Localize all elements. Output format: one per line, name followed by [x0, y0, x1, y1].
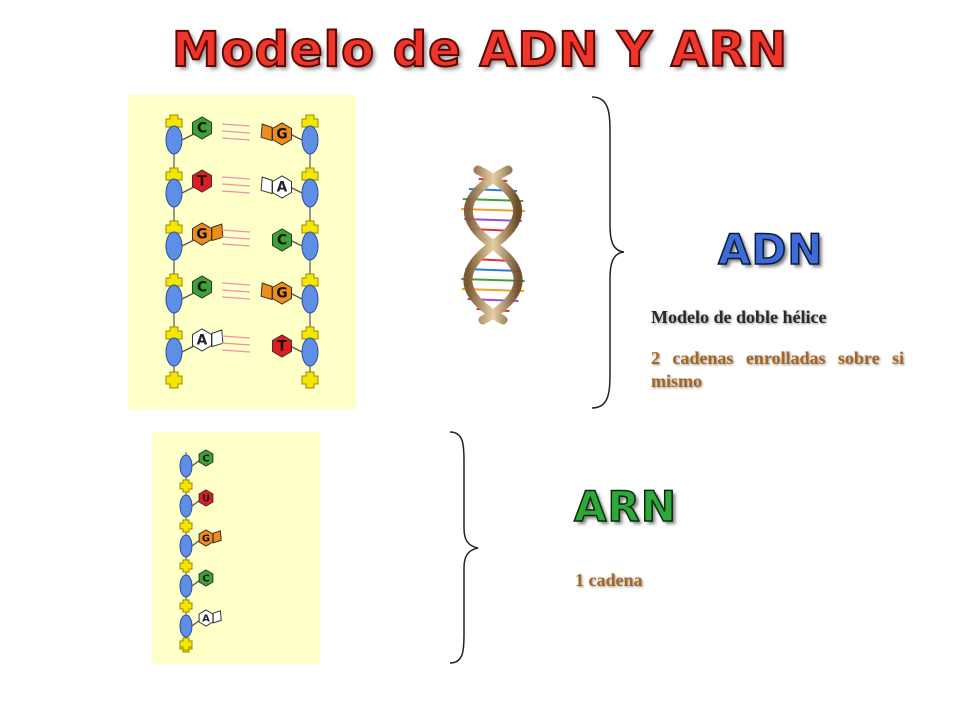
svg-text:G: G: [196, 227, 207, 243]
nucleotide-base: T: [272, 334, 292, 358]
svg-text:C: C: [202, 453, 209, 464]
svg-text:G: G: [276, 286, 287, 302]
adn-label: ADN: [717, 224, 824, 275]
svg-text:C: C: [197, 121, 207, 137]
nucleotide-base: A: [192, 328, 224, 352]
sugar-molecule: [165, 125, 183, 155]
slide-title: Modelo de ADN Y ARN: [171, 21, 789, 79]
phosphate-group: [179, 519, 193, 533]
adn-brace-icon: [591, 96, 625, 409]
svg-text:A: A: [197, 333, 208, 349]
sugar-molecule: [179, 574, 193, 598]
svg-text:G: G: [202, 533, 210, 544]
arn-description: 1 cadena: [575, 570, 643, 590]
sugar-molecule: [165, 284, 183, 314]
svg-text:T: T: [277, 339, 287, 355]
adn-subtitle: Modelo de doble hélice: [651, 307, 827, 327]
nucleotide-base: C: [192, 275, 212, 299]
nucleotide-base: C: [192, 116, 212, 140]
sugar-molecule: [165, 231, 183, 261]
sugar-molecule: [301, 178, 319, 208]
nucleotide-base: C: [198, 449, 214, 467]
svg-text:A: A: [277, 180, 288, 196]
adn-description: 2 cadenas enrolladas sobre si mismo: [651, 348, 904, 391]
sugar-molecule: [165, 178, 183, 208]
nucleotide-base: U: [198, 489, 214, 507]
nucleotide-base: G: [192, 222, 224, 246]
phosphate-group: [179, 637, 193, 651]
phosphate-group: [179, 599, 193, 613]
sugar-molecule: [179, 534, 193, 558]
svg-text:C: C: [197, 280, 207, 296]
phosphate-group: [179, 559, 193, 573]
arn-label: ARN: [573, 481, 677, 532]
nucleotide-base: G: [260, 281, 292, 305]
phosphate-group: [301, 371, 319, 389]
nucleotide-base: C: [272, 228, 292, 252]
sugar-molecule: [165, 337, 183, 367]
svg-text:C: C: [277, 233, 287, 249]
rna-strand-diagram: C U G C A: [152, 432, 320, 664]
sugar-molecule: [179, 614, 193, 638]
phosphate-group: [165, 371, 183, 389]
dna-ladder-diagram: C G T A G C C G A T: [128, 95, 356, 409]
sugar-molecule: [301, 284, 319, 314]
sugar-molecule: [301, 231, 319, 261]
dna-helix-icon: [461, 165, 525, 325]
arn-brace-icon: [449, 431, 479, 664]
svg-text:C: C: [202, 573, 209, 584]
nucleotide-base: G: [198, 529, 222, 547]
nucleotide-base: T: [192, 169, 212, 193]
nucleotide-base: C: [198, 569, 214, 587]
nucleotide-base: A: [198, 609, 222, 627]
nucleotide-base: G: [260, 122, 292, 146]
svg-text:T: T: [197, 174, 207, 190]
sugar-molecule: [301, 125, 319, 155]
nucleotide-base: A: [260, 175, 292, 199]
svg-text:U: U: [202, 493, 210, 504]
sugar-molecule: [179, 494, 193, 518]
svg-text:A: A: [202, 613, 210, 624]
phosphate-group: [179, 479, 193, 493]
svg-text:G: G: [276, 127, 287, 143]
sugar-molecule: [301, 337, 319, 367]
sugar-molecule: [179, 454, 193, 478]
